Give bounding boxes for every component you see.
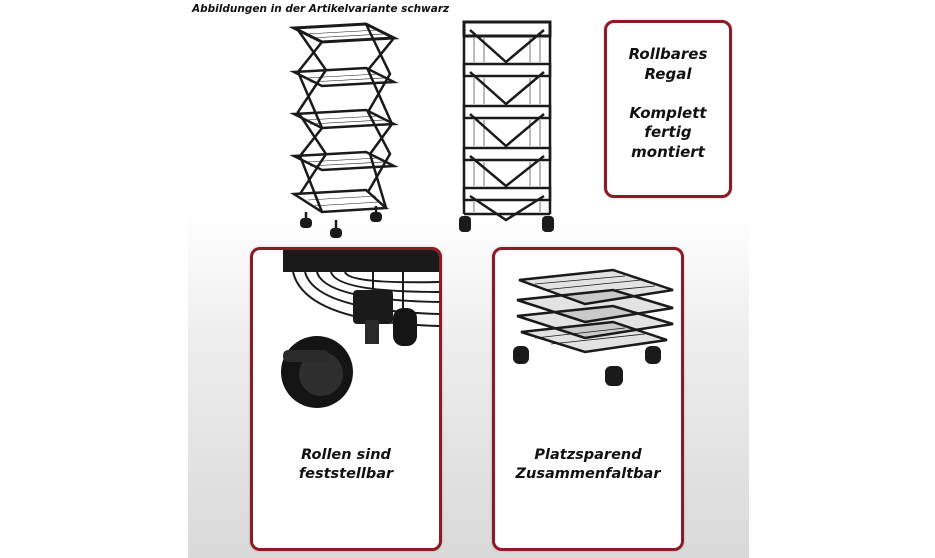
folded-shelf-image <box>513 268 674 386</box>
text-line: Regal <box>644 64 692 83</box>
text-line: Zusammenfaltbar <box>515 465 661 482</box>
image-caption: Abbildungen in der Artikelvariante schwa… <box>192 3 450 15</box>
text-line: feststellbar <box>298 465 394 482</box>
feature-card-rollen: Rollen sind feststellbar <box>250 247 442 551</box>
text-line: Platzsparend <box>534 447 642 463</box>
feature-card-rollbares-regal: Rollbares Regal Komplett fertig montiert <box>604 20 732 198</box>
feature-card-platzsparend: Platzsparend Zusammenfaltbar <box>492 247 684 551</box>
shelf-unit-perspective-image <box>288 22 400 238</box>
text-line: fertig <box>644 123 692 141</box>
feature-text-rollbares-regal: Rollbares Regal Komplett fertig montiert <box>607 45 729 162</box>
feature-text-platzsparend: Platzsparend Zusammenfaltbar <box>495 446 681 484</box>
text-line: Komplett <box>629 103 707 122</box>
text-line: Rollen sind <box>301 447 391 463</box>
text-line <box>607 84 729 104</box>
text-line: montiert <box>631 142 705 161</box>
caster-wheel-image <box>281 250 439 408</box>
product-image-panel: Abbildungen in der Artikelvariante schwa… <box>188 0 749 558</box>
text-line: Rollbares <box>628 45 708 63</box>
shelf-unit-front-image <box>459 20 554 232</box>
feature-text-rollen: Rollen sind feststellbar <box>253 446 439 484</box>
